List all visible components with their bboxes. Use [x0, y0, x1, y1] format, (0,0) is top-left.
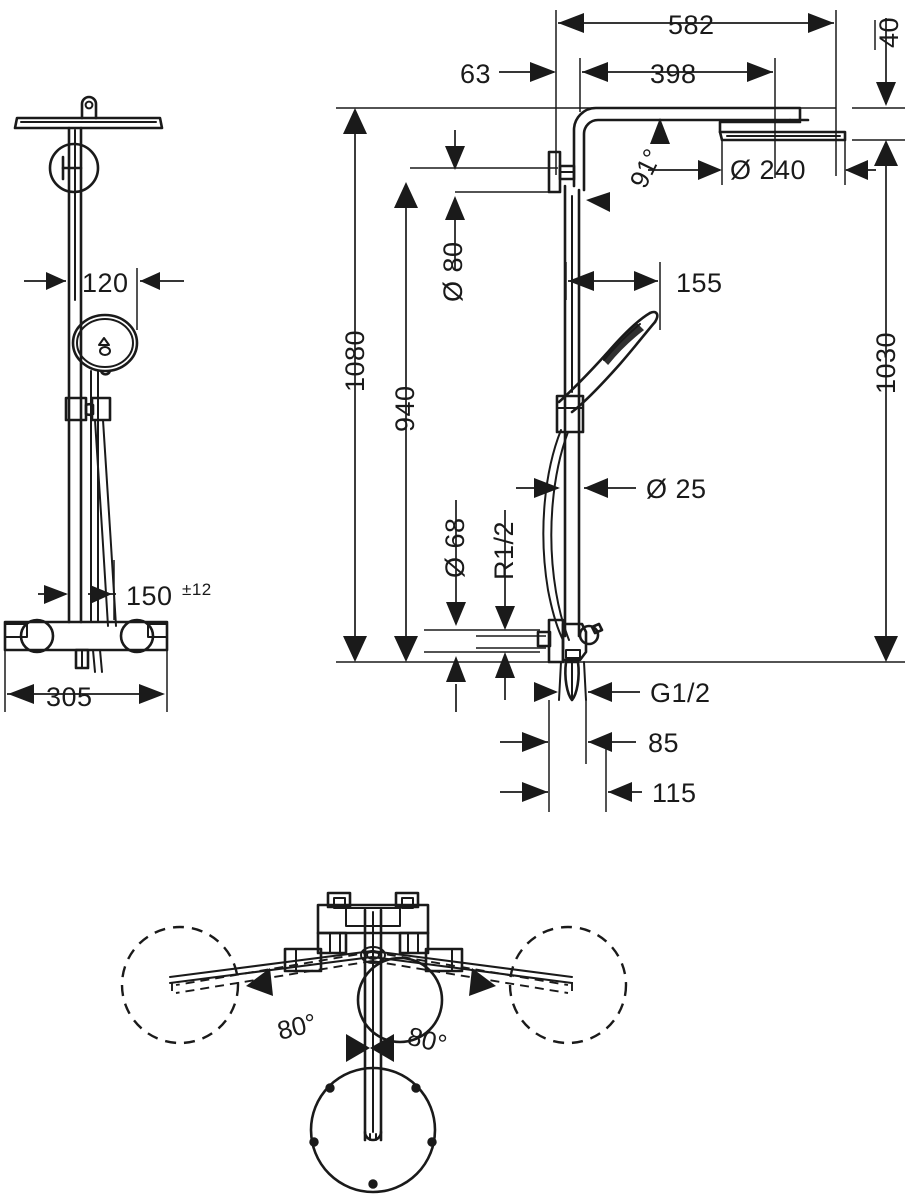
- plan-view: 80° 80°: [120, 891, 628, 1194]
- hand-shower-holder: [64, 396, 112, 422]
- swivel-circle-right: [508, 925, 628, 1045]
- dimension-150-label: 150: [126, 581, 173, 611]
- overhead-disc-plan: [356, 956, 444, 1044]
- dimension-dia-68: Ø 68: [424, 500, 540, 712]
- mixer-body-plan: [283, 891, 464, 973]
- dimension-940: 940: [390, 182, 420, 662]
- thermostatic-mixer-body: [3, 618, 169, 670]
- dimension-angle-91-label: 91°: [623, 144, 667, 192]
- angle-80-left-label: 80°: [274, 1007, 319, 1046]
- wall-flange-plate: [309, 1066, 437, 1194]
- lower-hose-tail: [92, 649, 103, 673]
- dimension-582: 582: [558, 10, 834, 40]
- hand-shower-slider: [555, 394, 585, 434]
- angle-80-left: 80°: [246, 968, 394, 1062]
- dimension-40-label: 40: [874, 17, 904, 48]
- dimension-305: 305: [4, 650, 168, 712]
- angle-80-right-label: 80°: [405, 1021, 450, 1060]
- dimension-dia-240-label: Ø 240: [730, 155, 806, 185]
- front-elevation-view: 120 150 ±12 305: [3, 95, 212, 712]
- dimension-dia-68-label: Ø 68: [440, 517, 470, 578]
- dimension-1080: 1080: [340, 108, 370, 662]
- dimension-63-label: 63: [460, 59, 491, 89]
- dimension-dia-80: Ø 80: [410, 130, 558, 302]
- dimension-angle-91: 91°: [586, 118, 670, 212]
- riser-rail: [67, 126, 83, 624]
- dimension-dia-80-label: Ø 80: [438, 241, 468, 302]
- top-bracket-ring: [48, 142, 100, 194]
- dimension-305-label: 305: [46, 682, 93, 712]
- dimension-155-label: 155: [676, 268, 723, 298]
- dimension-115-label: 115: [652, 778, 697, 808]
- dimension-40: 40: [852, 17, 905, 141]
- center-hub: [360, 946, 386, 964]
- wall-bracket-upper: [547, 150, 576, 194]
- overhead-shower-arm-side: [572, 106, 847, 192]
- supply-tubes: [90, 370, 99, 623]
- dimension-dia-25: Ø 25: [516, 474, 707, 504]
- dimension-398: 398: [582, 59, 773, 89]
- dimension-dia-240: Ø 240: [648, 140, 876, 185]
- dimension-85-label: 85: [648, 728, 679, 758]
- dimension-dia-25-label: Ø 25: [646, 474, 707, 504]
- dimension-1080-label: 1080: [340, 330, 370, 392]
- angle-80-right: 80°: [405, 968, 496, 1059]
- dimension-150-tolerance: ±12: [182, 580, 212, 599]
- dimension-398-label: 398: [650, 59, 697, 89]
- riser-pipe-side: [563, 184, 581, 638]
- dimension-g12: G1/2: [534, 678, 711, 708]
- dimension-155: 155: [565, 262, 723, 330]
- dimension-940-label: 940: [390, 385, 420, 432]
- swivel-circle-left: [120, 925, 240, 1045]
- dimension-g12-label: G1/2: [650, 678, 711, 708]
- dimension-1030-label: 1030: [871, 332, 901, 394]
- overhead-shower-head: [13, 95, 164, 130]
- dimension-63: 63: [460, 59, 556, 89]
- dimension-115: 115: [500, 740, 697, 812]
- dimension-120-label: 120: [82, 268, 129, 298]
- hand-shower-front: [71, 313, 139, 376]
- dimension-1030: 1030: [871, 140, 901, 662]
- dimension-582-label: 582: [668, 10, 715, 40]
- dimension-150: 150 ±12: [38, 560, 212, 620]
- dimension-r12-label: R1/2: [489, 521, 519, 580]
- dimension-120: 120: [24, 268, 184, 330]
- dimension-r12: R1/2: [476, 510, 546, 700]
- side-elevation-view: 582 63 398 40: [336, 10, 905, 812]
- outlet-tails: [558, 661, 587, 701]
